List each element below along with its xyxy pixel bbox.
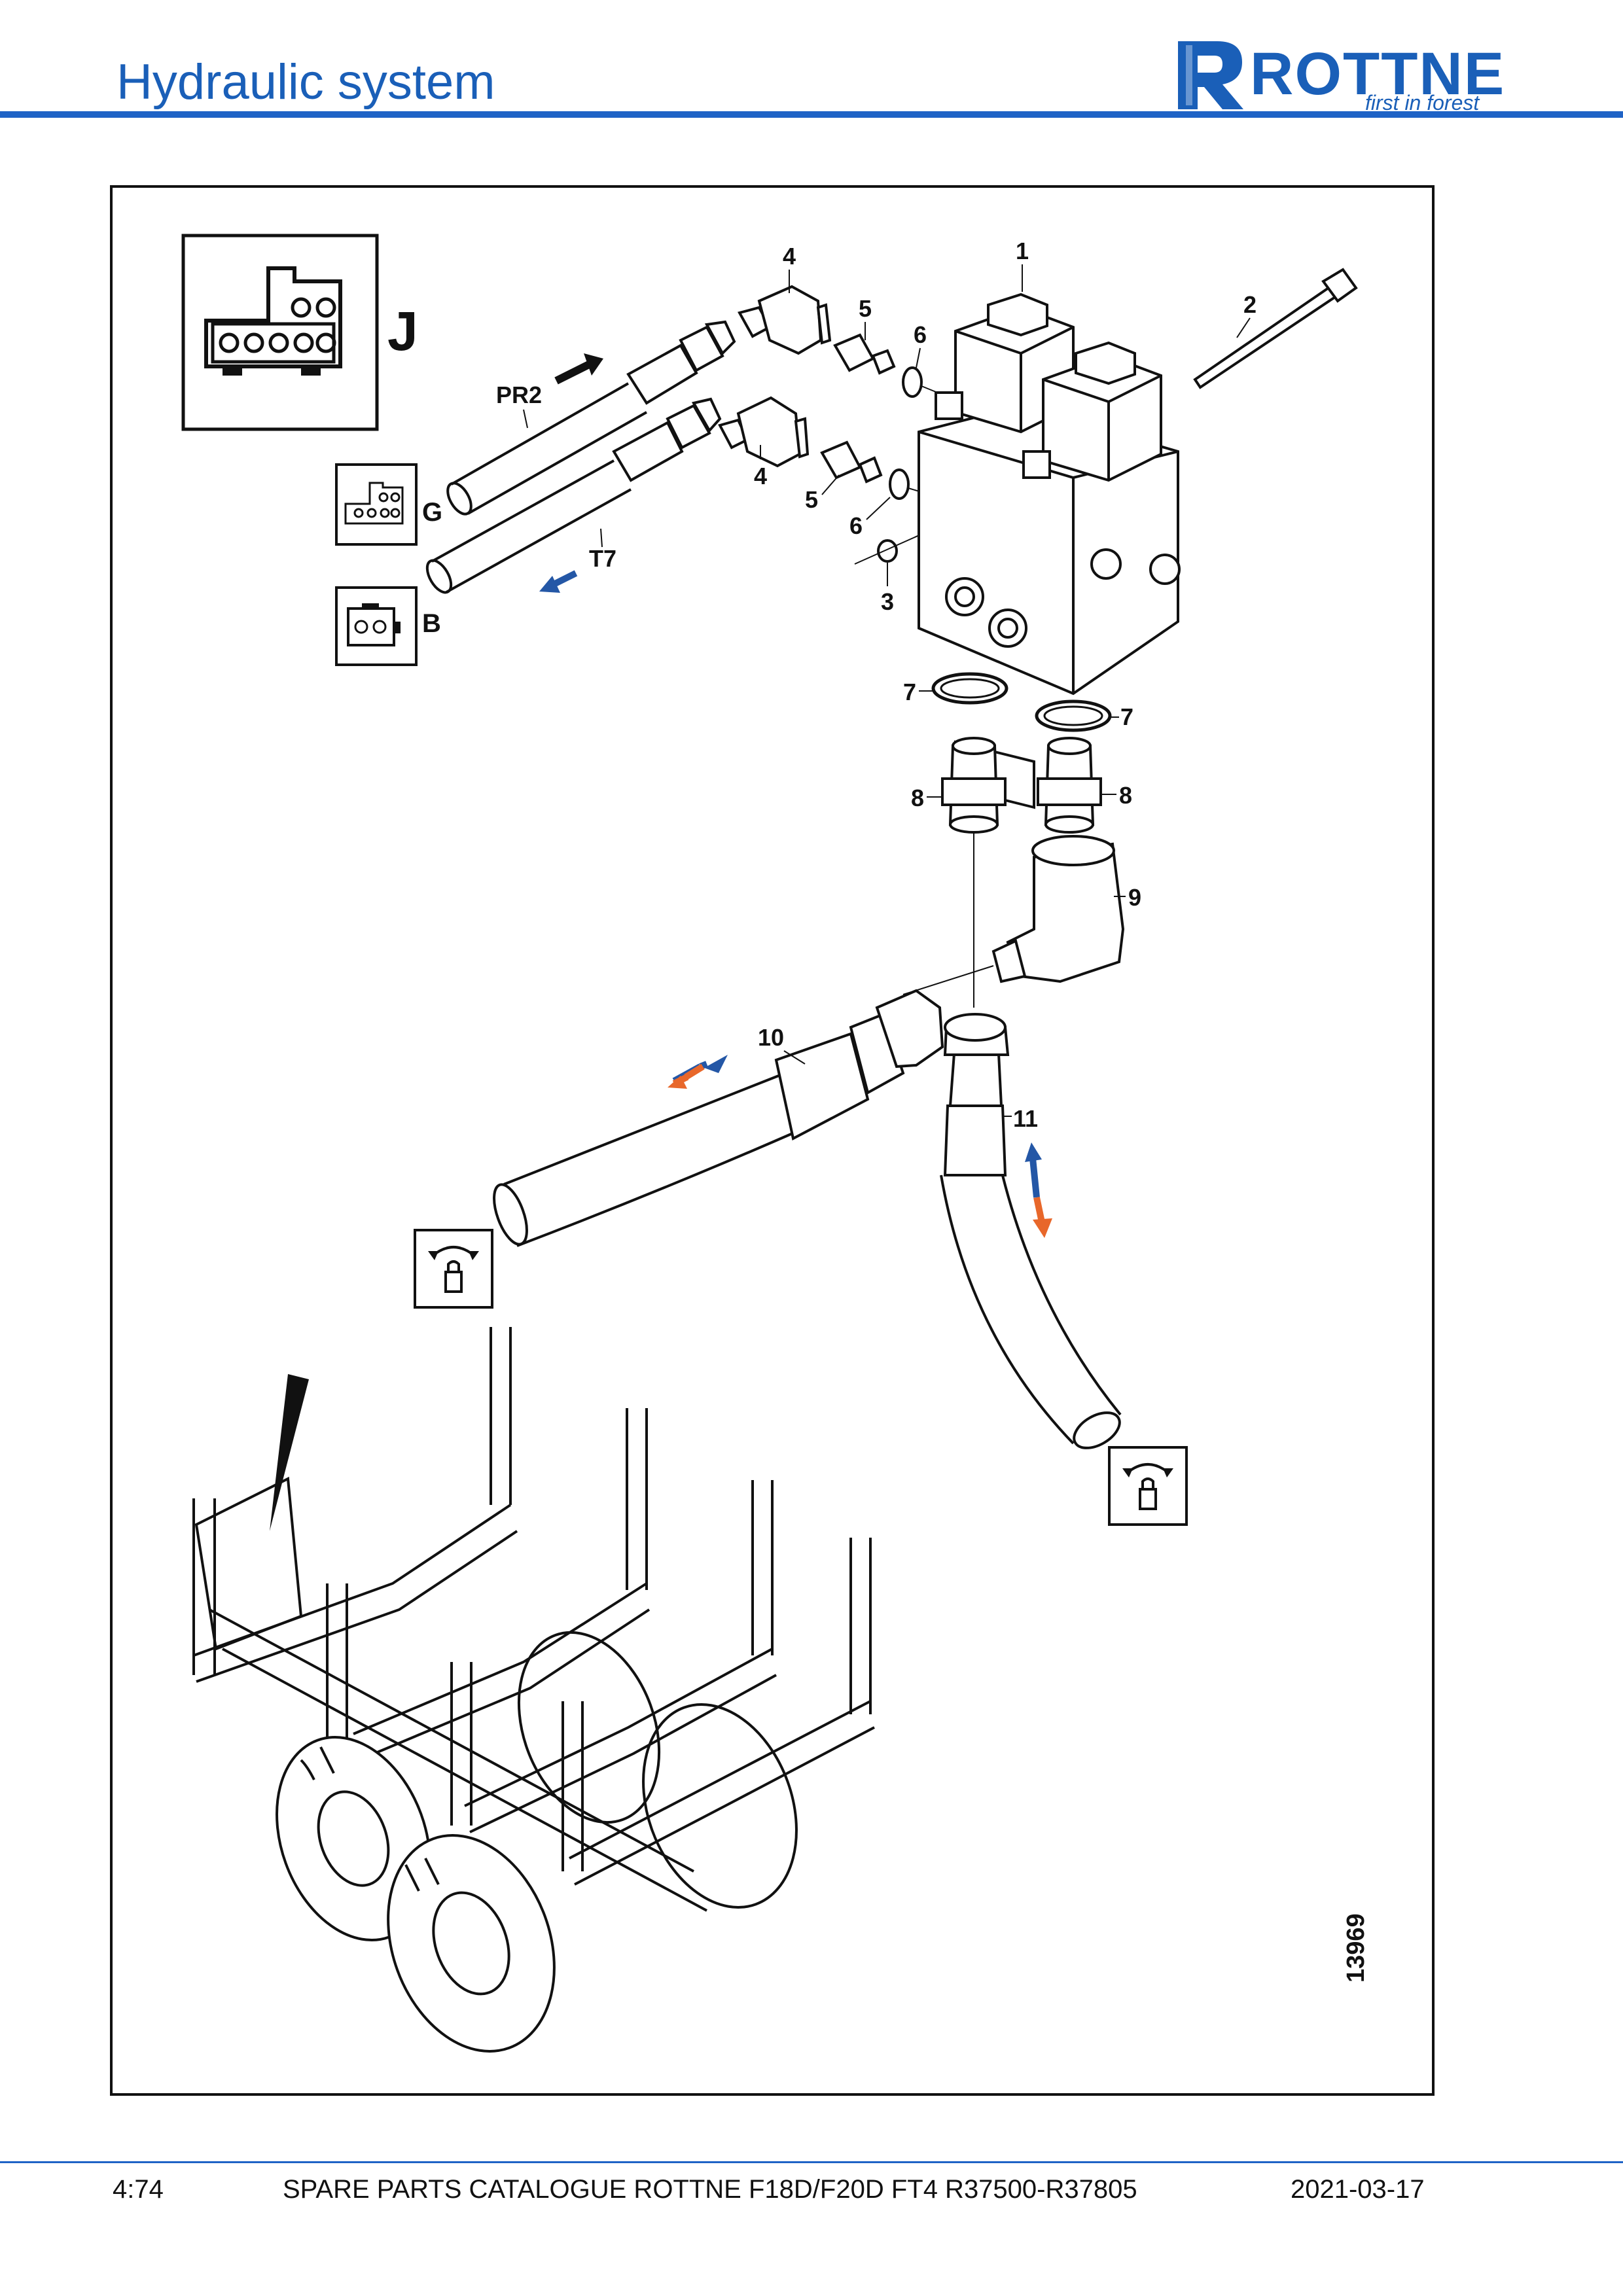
footer-catalogue-title: SPARE PARTS CATALOGUE ROTTNE F18D/F20D F… <box>283 2175 1137 2204</box>
callout-4-upper: 4 <box>783 243 796 270</box>
callout-7-right: 7 <box>1120 703 1133 730</box>
o-ring-left <box>931 672 1008 705</box>
hose-10 <box>493 989 944 1247</box>
nipple-right <box>1037 737 1102 834</box>
hose-pr2 <box>446 320 736 516</box>
logo-mark-icon <box>1178 41 1243 109</box>
drawing-number: 13969 <box>1342 1913 1370 1983</box>
elbow-fitting-lower <box>718 396 810 468</box>
connector-b-icon <box>335 586 418 666</box>
header-rule <box>0 111 1623 118</box>
callout-1: 1 <box>1016 238 1029 264</box>
diagram-frame <box>110 185 1435 2096</box>
pointer-arrow-icon <box>270 1374 309 1531</box>
connector-b-label: B <box>422 609 441 638</box>
rotate-lock-icon <box>414 1229 493 1309</box>
forwarder-trailer-illustration <box>192 1327 875 2053</box>
hose-11-flow-arrow <box>1025 1142 1052 1238</box>
hose-t7 <box>425 397 722 594</box>
pr2-direction-arrow <box>554 353 603 385</box>
logo-wordmark: ROTTNE <box>1250 41 1506 107</box>
adapter-upper <box>833 333 896 375</box>
rotate-lock-icon <box>1108 1446 1188 1526</box>
washer-upper <box>902 366 923 398</box>
callout-7-left: 7 <box>903 679 916 705</box>
callout-6-lower: 6 <box>849 512 863 539</box>
callout-5-lower: 5 <box>805 486 818 513</box>
rottne-logo: ROTTNE first in forest <box>1171 36 1512 115</box>
plug <box>877 539 898 563</box>
callout-2: 2 <box>1243 291 1257 318</box>
callout-9: 9 <box>1128 884 1141 911</box>
callout-11: 11 <box>1013 1105 1038 1132</box>
callout-5-upper: 5 <box>859 295 872 322</box>
washer-lower <box>889 468 910 500</box>
nipple-left <box>941 737 1007 834</box>
adapter-lower <box>820 440 883 484</box>
elbow-fitting-upper <box>738 285 832 355</box>
callout-8-right: 8 <box>1119 782 1132 809</box>
o-ring-right <box>1035 699 1112 732</box>
connector-g-icon <box>335 463 418 546</box>
solenoid-coil-2 <box>1022 341 1162 482</box>
long-screw <box>1193 268 1358 389</box>
hose-label-pr2: PR2 <box>496 381 542 408</box>
callout-4-lower: 4 <box>754 463 767 489</box>
logo-tagline: first in forest <box>1365 91 1480 115</box>
connector-g-label: G <box>422 498 442 527</box>
hose-10-flow-arrow <box>668 1055 728 1089</box>
connector-j-label: J <box>387 300 418 362</box>
page-title: Hydraulic system <box>116 54 495 110</box>
footer-date: 2021-03-17 <box>1291 2175 1425 2204</box>
footer-page-number: 4:74 <box>113 2175 164 2204</box>
callout-3: 3 <box>881 588 894 615</box>
hose-label-t7: T7 <box>589 545 616 572</box>
t7-direction-arrow <box>539 570 578 593</box>
connector-j-icon <box>181 234 379 431</box>
hose-11 <box>940 1013 1122 1449</box>
callout-6-upper: 6 <box>914 321 927 348</box>
callout-8-left: 8 <box>911 785 924 811</box>
footer-rule <box>0 2161 1623 2163</box>
elbow-9 <box>991 835 1125 983</box>
callout-10: 10 <box>758 1024 784 1051</box>
